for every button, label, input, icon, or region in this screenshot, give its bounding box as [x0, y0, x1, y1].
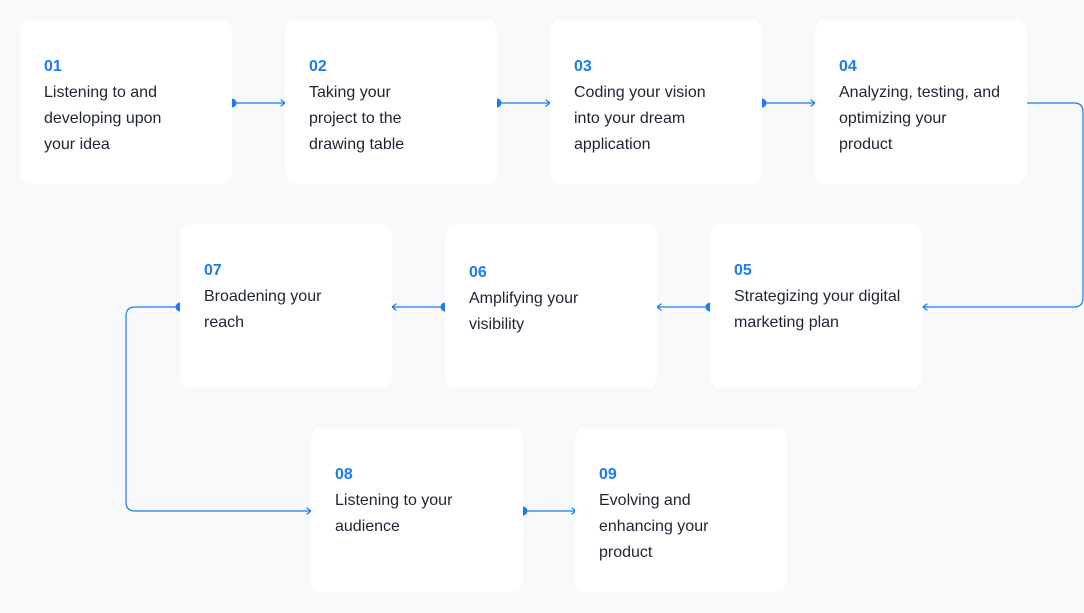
connector-04-05	[922, 102, 1084, 311]
step-number: 07	[204, 262, 222, 279]
step-number: 08	[335, 466, 353, 483]
step-number: 05	[734, 262, 752, 279]
step-number: 03	[574, 58, 592, 75]
connector-02-03	[496, 99, 551, 107]
step-card-07: 07 Broadening your reach	[180, 224, 392, 388]
step-card-04: 04 Analyzing, testing, and optimizing yo…	[815, 20, 1027, 184]
step-card-05: 05 Strategizing your digital marketing p…	[710, 224, 922, 388]
step-card-08: 08 Listening to your audience	[311, 428, 523, 592]
step-description: Evolving and enhancing your product	[599, 492, 709, 561]
step-card-06: 06 Amplifying your visibility	[445, 224, 657, 388]
step-description: Taking your project to the drawing table	[309, 84, 405, 153]
connector-08-09	[522, 507, 577, 515]
step-number: 06	[469, 264, 487, 281]
step-number: 04	[839, 58, 857, 75]
step-description: Listening to your audience	[335, 492, 453, 535]
step-card-02: 02 Taking your project to the drawing ta…	[285, 20, 497, 184]
step-number: 09	[599, 466, 617, 483]
connector-01-02	[231, 99, 286, 107]
connector-06-07	[391, 303, 446, 311]
step-description: Amplifying your visibility	[469, 290, 579, 333]
step-description: Analyzing, testing, and optimizing your …	[839, 84, 1000, 153]
connector-03-04	[761, 99, 816, 107]
step-description: Broadening your reach	[204, 288, 322, 331]
connector-05-06	[656, 303, 711, 311]
step-description: Strategizing your digital marketing plan	[734, 288, 901, 331]
step-description: Coding your vision into your dream appli…	[574, 84, 706, 153]
step-card-09: 09 Evolving and enhancing your product	[575, 428, 787, 592]
step-card-01: 01 Listening to and developing upon your…	[20, 20, 232, 184]
step-number: 02	[309, 58, 327, 75]
step-card-03: 03 Coding your vision into your dream ap…	[550, 20, 762, 184]
step-description: Listening to and developing upon your id…	[44, 84, 162, 153]
step-number: 01	[44, 58, 62, 75]
